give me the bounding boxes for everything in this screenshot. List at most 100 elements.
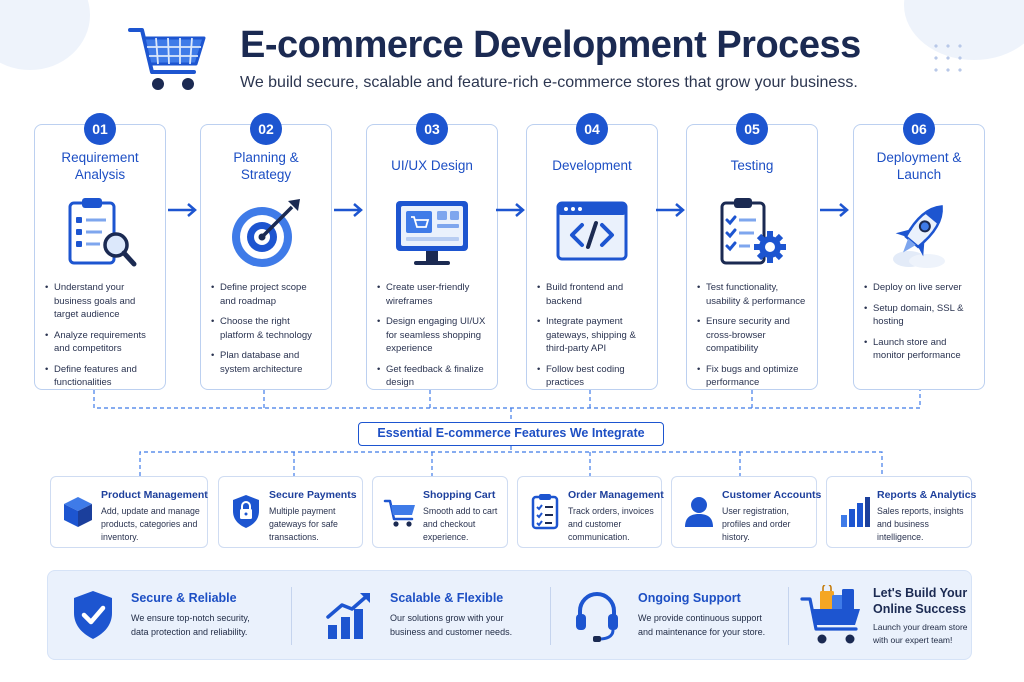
feature-desc: Add, update and manage products, categor… <box>101 506 200 542</box>
step-item: Deploy on live server <box>864 281 978 295</box>
cta-title-line: Online Success <box>873 602 967 616</box>
step-items: Build frontend and backend Integrate pay… <box>537 281 651 397</box>
cta-desc: Launch your dream store with our expert … <box>873 621 968 647</box>
feature-title: Shopping Cart <box>423 489 496 501</box>
arrow-right-icon <box>656 203 685 217</box>
benefit-scalable-flexible: Scalable & Flexible Our solutions grow w… <box>298 571 548 661</box>
step-card-1: 01 Requirement Analysis Understand your … <box>34 113 166 390</box>
step-title: UI/UX Design <box>391 158 473 173</box>
divider <box>550 587 551 645</box>
clipboard-list-icon <box>531 494 559 530</box>
process-steps: 01 Requirement Analysis Understand your … <box>0 112 1024 392</box>
step-title: Planning & Strategy <box>233 150 299 182</box>
feature-card-shopping-cart: Shopping Cart Smooth add to cart and che… <box>372 476 508 548</box>
rocket-icon <box>893 205 945 268</box>
cta-title: Let's Build Your Online Success <box>873 585 967 617</box>
shield-check-icon <box>74 591 112 639</box>
shopping-cart-bags-icon <box>800 585 860 644</box>
benefit-desc-line: We provide continuous support <box>638 613 762 623</box>
step-items: Create user-friendly wireframes Design e… <box>377 281 491 397</box>
benefit-desc: We provide continuous support and mainte… <box>638 611 765 639</box>
step-item: Analyze requirements and competitors <box>45 329 159 356</box>
arrow-right-icon <box>168 203 197 217</box>
cart-icon <box>383 499 415 527</box>
step-title: Development <box>552 158 632 173</box>
page-subtitle: We build secure, scalable and feature-ri… <box>240 74 858 91</box>
feature-card-product-management: Product Management Add, update and manag… <box>50 476 208 548</box>
arrow-right-icon <box>496 203 525 217</box>
features-heading: Essential E-commerce Features We Integra… <box>358 422 664 446</box>
step-item: Create user-friendly wireframes <box>377 281 491 308</box>
dashed-connectors <box>93 390 921 476</box>
step-item: Build frontend and backend <box>537 281 651 308</box>
step-number: 03 <box>416 113 448 145</box>
cta-title-line: Let's Build Your <box>873 586 968 600</box>
growth-chart-icon <box>326 593 370 639</box>
divider <box>788 587 789 645</box>
step-card-3: 03 UI/UX Design Create user-friendly wir… <box>366 113 498 390</box>
clipboard-magnifier-icon <box>68 198 137 267</box>
benefit-title: Ongoing Support <box>638 591 741 605</box>
step-number: 06 <box>903 113 935 145</box>
step-title: Requirement Analysis <box>61 150 139 182</box>
step-items: Define project scope and roadmap Choose … <box>211 281 325 383</box>
step-item: Choose the right platform & technology <box>211 315 325 342</box>
checklist-gear-icon <box>720 198 786 265</box>
feature-title: Secure Payments <box>269 489 357 501</box>
step-card-2: 02 Planning & Strategy Define project sc… <box>200 113 332 390</box>
cta-desc-line: with our expert team! <box>873 635 953 645</box>
feature-desc: Multiple payment gateways for safe trans… <box>269 506 338 542</box>
header: E-commerce Development Process We build … <box>0 0 1024 110</box>
step-number: 05 <box>736 113 768 145</box>
step-item: Ensure security and cross-browser compat… <box>697 315 811 356</box>
feature-card-secure-payments: Secure Payments Multiple payment gateway… <box>218 476 363 548</box>
step-item: Fix bugs and optimize performance <box>697 363 811 390</box>
step-title: Testing <box>730 158 774 173</box>
step-item: Setup domain, SSL & hosting <box>864 302 978 329</box>
headset-icon <box>576 592 618 642</box>
feature-card-reports-analytics: Reports & Analytics Sales reports, insig… <box>826 476 976 548</box>
step-item: Define project scope and roadmap <box>211 281 325 308</box>
feature-desc: Sales reports, insights and business int… <box>877 506 964 542</box>
user-icon <box>685 497 713 527</box>
feature-title: Order Management <box>568 489 664 501</box>
step-item: Test functionality, usability & performa… <box>697 281 811 308</box>
step-item: Follow best coding practices <box>537 363 651 390</box>
page-title: E-commerce Development Process <box>240 24 861 66</box>
feature-card-order-management: Order Management Track orders, invoices … <box>517 476 664 548</box>
step-number: 02 <box>250 113 282 145</box>
benefits-bar: Secure & Reliable We ensure top-notch se… <box>47 570 972 660</box>
benefit-desc: We ensure top-notch security, data prote… <box>131 611 250 639</box>
step-item: Design engaging UI/UX for seamless shopp… <box>377 315 491 356</box>
step-item: Understand your business goals and targe… <box>45 281 159 322</box>
step-item: Launch store and monitor performance <box>864 336 978 363</box>
benefit-desc-line: Our solutions grow with your <box>390 613 504 623</box>
monitor-design-icon <box>396 201 468 265</box>
step-title: Deployment & Launch <box>876 150 962 182</box>
benefit-secure-reliable: Secure & Reliable We ensure top-notch se… <box>48 571 288 661</box>
target-arrow-icon <box>232 199 300 267</box>
step-item: Get feedback & finalize design <box>377 363 491 390</box>
benefit-desc-line: data protection and reliability. <box>131 627 248 637</box>
benefit-title: Secure & Reliable <box>131 591 237 605</box>
step-item: Define features and functionalities <box>45 363 159 390</box>
decor-dots <box>930 40 970 80</box>
benefit-desc-line: We ensure top-notch security, <box>131 613 250 623</box>
step-item: Plan database and system architecture <box>211 349 325 376</box>
feature-card-customer-accounts: Customer Accounts User registration, pro… <box>671 476 821 548</box>
step-items: Test functionality, usability & performa… <box>697 281 811 397</box>
shield-lock-icon <box>233 495 259 528</box>
benefit-desc-line: business and customer needs. <box>390 627 513 637</box>
code-window-icon <box>556 201 628 261</box>
step-card-5: 05 Testing Test functionality, usability… <box>686 113 818 390</box>
arrow-right-icon <box>334 203 363 217</box>
feature-title: Customer Accounts <box>722 489 822 501</box>
benefit-title: Scalable & Flexible <box>390 591 504 605</box>
benefit-desc: Our solutions grow with your business an… <box>390 611 512 639</box>
feature-desc: User registration, profiles and order hi… <box>722 506 791 542</box>
feature-desc: Smooth add to cart and checkout experien… <box>423 506 498 542</box>
divider <box>291 587 292 645</box>
box-icon <box>64 497 92 527</box>
bar-chart-icon <box>841 497 870 527</box>
feature-title: Product Management <box>101 489 208 501</box>
